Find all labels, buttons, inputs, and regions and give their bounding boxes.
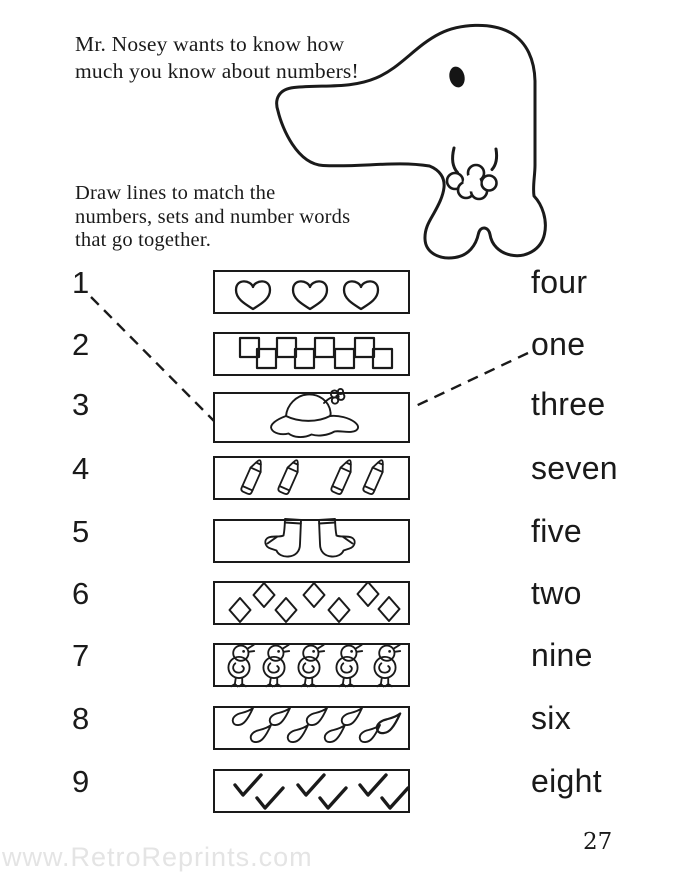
watermark: www.RetroReprints.com [2, 842, 313, 872]
set-box-4[interactable] [213, 456, 410, 500]
number-word[interactable]: seven [531, 450, 618, 486]
character-eye [449, 66, 465, 88]
page-number: 27 [583, 829, 613, 855]
raindrops-icon [231, 707, 402, 744]
socks-icon [264, 518, 356, 558]
set-box-6[interactable] [213, 581, 410, 625]
character-hand [445, 146, 499, 201]
set-box-9[interactable] [213, 769, 410, 813]
instructions-line-2: numbers, sets and number words [75, 205, 351, 228]
diamonds-icon [228, 581, 401, 623]
row-number[interactable]: 3 [72, 387, 90, 422]
number-word[interactable]: three [531, 386, 606, 422]
set-box-5[interactable] [213, 518, 410, 563]
intro-text: Mr. Nosey wants to know how much you kno… [75, 31, 359, 85]
intro-line-1: Mr. Nosey wants to know how [75, 32, 345, 56]
crayons-icon [240, 459, 384, 495]
row-number[interactable]: 9 [72, 764, 90, 799]
number-word[interactable]: four [531, 264, 588, 300]
chicks-icon [227, 643, 402, 688]
instructions-line-1: Draw lines to match the [75, 182, 276, 204]
number-word[interactable]: six [531, 700, 572, 736]
number-word[interactable]: two [531, 575, 582, 611]
set-box-7[interactable] [213, 643, 410, 688]
number-word[interactable]: nine [531, 637, 593, 673]
set-box-8[interactable] [213, 706, 410, 750]
set-box-3[interactable] [213, 387, 410, 443]
mr-nosey-illustration [275, 23, 547, 260]
row-number[interactable]: 2 [72, 327, 90, 362]
dashed-line [90, 296, 215, 422]
sun-hat-icon [270, 387, 359, 438]
row-number[interactable]: 1 [72, 265, 90, 300]
row-number[interactable]: 6 [72, 576, 90, 611]
number-word[interactable]: eight [531, 763, 602, 799]
checkmarks-icon [233, 773, 410, 810]
row-number[interactable]: 8 [72, 701, 90, 736]
set-box-1[interactable] [213, 270, 410, 314]
number-word[interactable]: five [531, 513, 582, 549]
intro-line-2: much you know about numbers! [75, 59, 359, 83]
instructions-text: Draw lines to match the numbers, sets an… [75, 182, 350, 253]
dashed-line [410, 351, 529, 410]
number-word[interactable]: one [531, 326, 586, 362]
hearts-icon [234, 280, 380, 311]
row-number[interactable]: 7 [72, 638, 90, 673]
set-box-2[interactable] [213, 332, 410, 376]
character-outline [275, 23, 547, 260]
instructions-line-3: that go together. [75, 229, 212, 251]
row-number[interactable]: 4 [72, 451, 90, 486]
squares-icon [238, 336, 394, 370]
row-number[interactable]: 5 [72, 514, 90, 549]
